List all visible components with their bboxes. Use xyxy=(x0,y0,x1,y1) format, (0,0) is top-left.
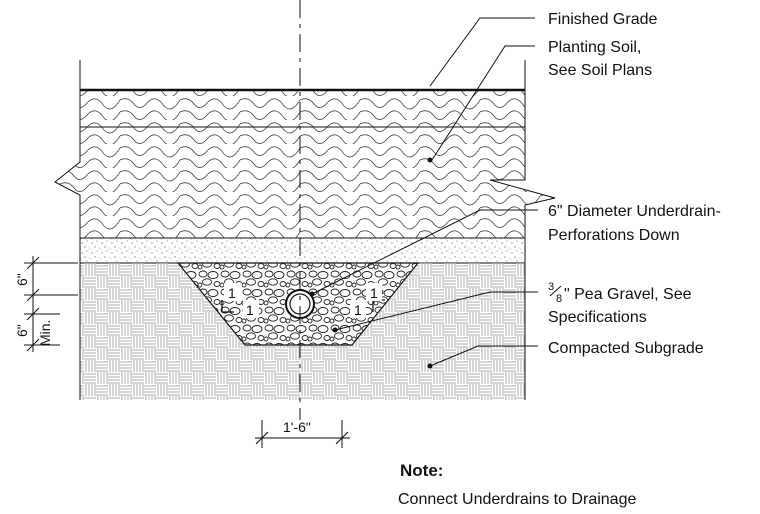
label-underdrain-line1: 6" Diameter Underdrain- xyxy=(548,203,721,220)
dim-depth-min: Min. xyxy=(37,320,53,346)
dim-depth-gravel-top: 6" xyxy=(14,273,30,286)
label-gravel-fraction-top: 3 xyxy=(548,281,554,293)
label-finished-grade: Finished Grade xyxy=(548,11,657,28)
sand-layer xyxy=(79,237,526,264)
dim-trench-width: 1'-6" xyxy=(283,419,311,435)
note-text: Connect Underdrains to Drainage xyxy=(398,491,636,508)
label-planting-soil-line2: See Soil Plans xyxy=(548,62,652,79)
leader-underdrain xyxy=(311,209,538,295)
slope-left-vertical: 1 xyxy=(228,285,236,301)
leader-pea-gravel xyxy=(334,291,538,331)
label-pea-gravel-line1: " Pea Gravel, See xyxy=(564,286,692,303)
width-dimension xyxy=(255,420,350,448)
dim-depth-gravel-bottom: 6" xyxy=(14,324,30,337)
planting-soil-layer xyxy=(54,89,556,239)
label-underdrain-line2: Perforations Down xyxy=(548,227,680,244)
leader-finished-grade xyxy=(429,17,535,87)
note-title: Note: xyxy=(400,461,443,480)
slope-right-vertical: 1 xyxy=(370,285,378,301)
vertical-dimension xyxy=(24,256,78,352)
label-pea-gravel-line2: Specifications xyxy=(548,309,647,326)
slope-left-horizontal: 1 xyxy=(246,302,254,318)
slope-marker-left xyxy=(221,300,234,313)
leader-planting-soil xyxy=(431,45,535,161)
leader-subgrade xyxy=(429,345,538,367)
label-planting-soil-line1: Planting Soil, xyxy=(548,39,641,56)
label-gravel-fraction-bottom: 8 xyxy=(556,293,562,305)
slope-right-horizontal: 1 xyxy=(354,302,362,318)
label-compacted-subgrade: Compacted Subgrade xyxy=(548,340,704,357)
